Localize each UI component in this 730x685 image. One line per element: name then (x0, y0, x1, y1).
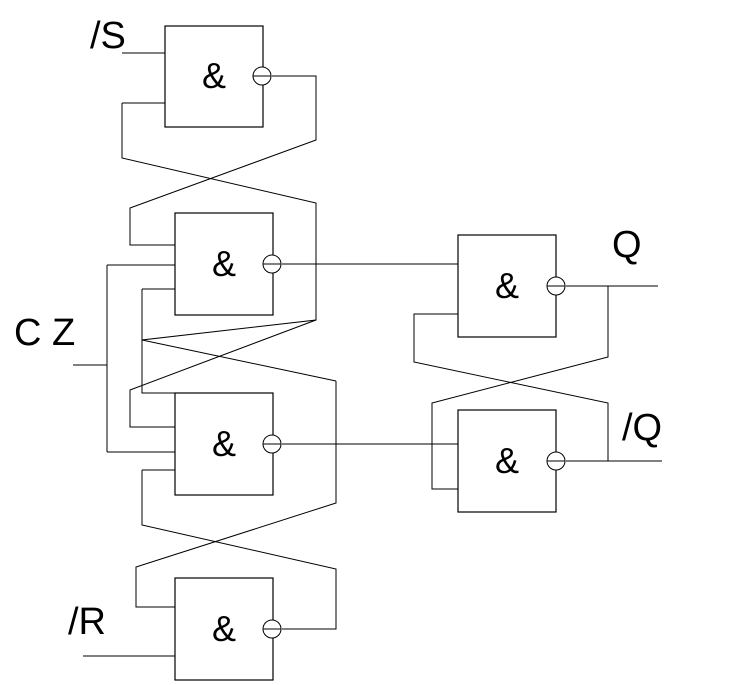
wire-clock (73, 264, 175, 453)
label-clock: C Z (14, 312, 75, 354)
gate-box (164, 25, 264, 128)
wire-top-gate-output (129, 75, 317, 246)
label-set-bar: /S (90, 15, 126, 57)
gate-symbol: & (212, 423, 236, 464)
wire-q-feedback (431, 286, 609, 490)
wire-lower-mid-third (141, 469, 337, 630)
gate-symbol: & (202, 55, 226, 96)
wire-qbar-feedback (413, 313, 609, 461)
wire-lower-mid-cross (135, 381, 337, 608)
label-reset-bar: /R (68, 601, 106, 643)
gate-lower-mid: & (174, 392, 282, 496)
gate-box (174, 392, 274, 496)
gate-box (457, 409, 557, 513)
gate-symbol: & (212, 243, 236, 284)
label-q-bar: /Q (622, 407, 662, 449)
gate-symbol: & (495, 265, 519, 306)
gate-box (174, 212, 274, 316)
gate-upper-mid: & (174, 212, 282, 316)
gate-box (174, 577, 274, 681)
gate-output-q: & (457, 234, 566, 338)
wire-upper-mid-feedback (141, 288, 175, 340)
gate-box (457, 234, 557, 338)
wire-upper-to-lower-cross (129, 319, 317, 428)
gate-symbol: & (495, 440, 519, 481)
gate-symbol: & (212, 608, 236, 649)
label-q: Q (612, 224, 642, 266)
wire-lower-mid-up (141, 339, 337, 382)
gate-output-qbar: & (457, 409, 566, 513)
gate-bottom: & (174, 577, 282, 681)
gate-top: & (164, 25, 272, 128)
wires (73, 52, 662, 657)
